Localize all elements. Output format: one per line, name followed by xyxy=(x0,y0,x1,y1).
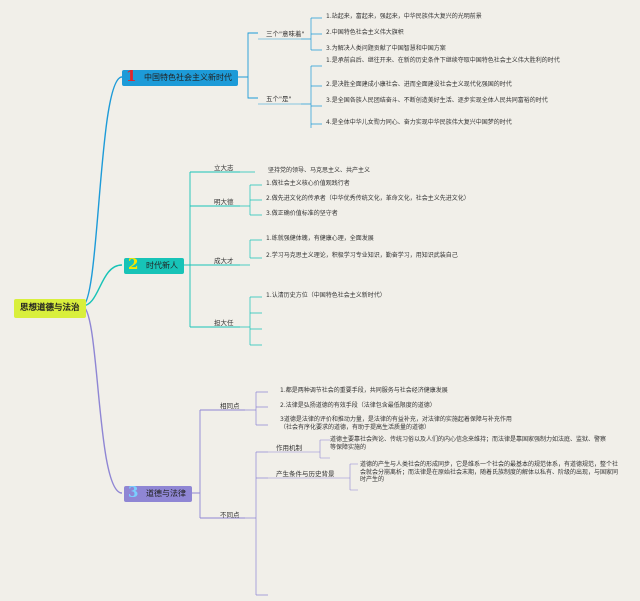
sub-node[interactable]: 相同点 xyxy=(220,402,240,410)
leaf-item: 2.学习马克思主义理论，积极学习专业知识，勤奋学习，用知识武装自己 xyxy=(266,252,458,259)
branch-node-1[interactable]: 1 中国特色社会主义新时代 xyxy=(122,67,238,86)
leaf-item: 1.做社会主义核心价值观践行者 xyxy=(266,180,350,187)
root-node[interactable]: 思想道德与法治 xyxy=(14,299,86,318)
branch-label: 时代新人 xyxy=(146,261,178,270)
branch-node-3[interactable]: 3 道德与法律 xyxy=(124,483,192,502)
leaf-item: 道德主要靠社会舆论、传统习俗以及人们的内心信念来维持；而法律是靠国家强制力如法庭… xyxy=(330,436,607,451)
branch-label: 中国特色社会主义新时代 xyxy=(144,73,232,82)
branch-label: 道德与法律 xyxy=(146,489,186,498)
leaf-item: 道德的产生与人类社会的形成同步，它是维系一个社会的最基本的规范体系，有道德规范，… xyxy=(360,461,619,483)
leaf-item: 3.做正确价值标准的坚守者 xyxy=(266,210,338,217)
leaf-item: 3道德是法律的评价和推动力量，是法律的有益补充，对法律的实施起着保障与补充作用（… xyxy=(280,416,512,431)
branch-number: 1 xyxy=(126,67,137,85)
sub-node[interactable]: 担大任 xyxy=(214,319,234,327)
sub-node[interactable]: 立大志 xyxy=(214,164,234,172)
leaf-item: 2.是决胜全面建成小康社会、进而全面建设社会主义现代化强国的时代 xyxy=(326,81,512,88)
leaf-item: 1.都是两种调节社会的重要手段，共同服务与社会经济健康发展 xyxy=(280,387,448,394)
leaf-item: 4.是全体中华儿女勠力同心、奋力实现中华民族伟大复兴中国梦的时代 xyxy=(326,119,512,126)
sub-node[interactable]: 不同点 xyxy=(220,511,240,519)
sub-node[interactable]: 产生条件与历史背景 xyxy=(276,470,335,478)
sub-node[interactable]: 五个"是" xyxy=(266,95,292,103)
sub-node[interactable]: 明大德 xyxy=(214,198,234,206)
leaf-item: 1.认清历史方位（中国特色社会主义新时代） xyxy=(266,292,386,299)
sub-node[interactable]: 三个"意味着" xyxy=(266,30,305,38)
leaf-item: 2.法律是弘扬道德的有效手段（法律包含最低限度的道德） xyxy=(280,402,436,409)
leaf-item: 3.是全国各族人民团结奋斗、不断创造美好生活、逐步实现全体人民共同富裕的时代 xyxy=(326,97,548,104)
branch-number: 3 xyxy=(128,483,139,501)
leaf-item: 坚持党的领导、马克思主义、共产主义 xyxy=(268,167,371,174)
sub-node[interactable]: 作用机制 xyxy=(276,444,302,452)
leaf-item: 2.中国特色社会主义伟大旗帜 xyxy=(326,29,404,36)
branch-node-2[interactable]: 2 时代新人 xyxy=(124,255,184,274)
leaf-item: 3.为解决人类问题贡献了中国智慧和中国方案 xyxy=(326,45,446,52)
leaf-item: 1.站起来，富起来，强起来，中华民族伟大复兴的光明前景 xyxy=(326,13,482,20)
branch-number: 2 xyxy=(128,255,139,273)
leaf-item: 1.是承前启后、继往开来、在新的历史条件下继续夺取中国特色社会主义伟大胜利的时代 xyxy=(326,57,560,64)
leaf-item: 1.练就强健体魄，有健康心理，全面发展 xyxy=(266,235,374,242)
sub-node[interactable]: 成大才 xyxy=(214,257,234,265)
leaf-item: 2.做先进文化的传承者（中华优秀传统文化，革命文化，社会主义先进文化） xyxy=(266,195,470,202)
